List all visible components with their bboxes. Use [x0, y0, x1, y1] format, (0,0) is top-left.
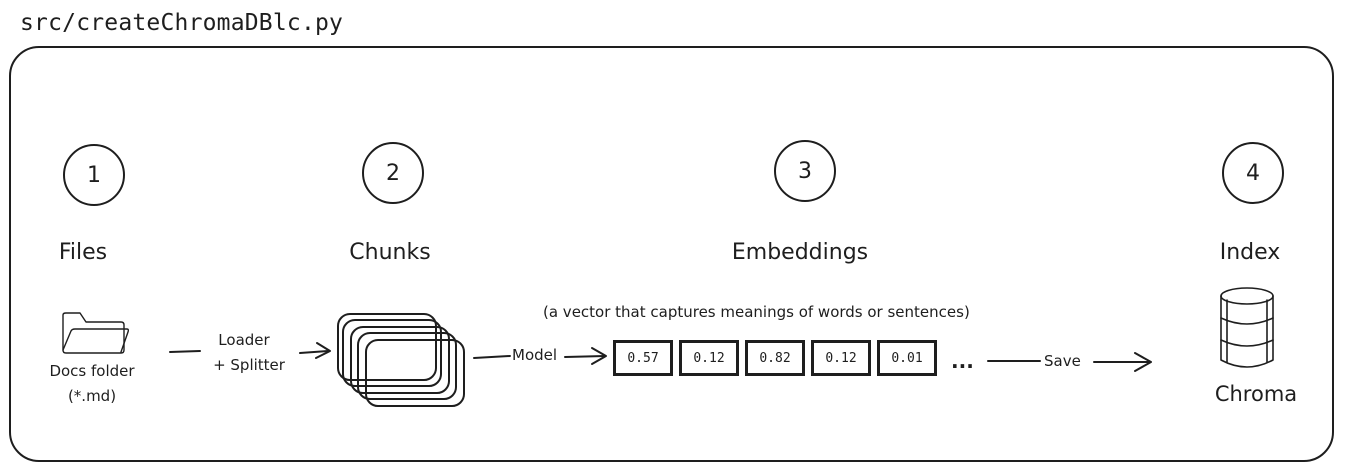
vector-cell: 0.12 [679, 340, 739, 376]
model-label: Model [512, 346, 558, 364]
stage-title-embeddings: Embeddings [731, 240, 869, 265]
splitter-label: + Splitter [213, 356, 285, 374]
step-2-number: 2 [386, 160, 400, 186]
folder-icon [62, 312, 130, 354]
embedding-vector: 0.57 0.12 0.82 0.12 0.01 [613, 340, 943, 376]
docs-folder-pattern: (*.md) [67, 387, 117, 405]
vector-value: 0.01 [891, 350, 923, 366]
step-3-number: 3 [798, 158, 812, 184]
step-4-circle: 4 [1222, 142, 1284, 204]
vector-cell: 0.57 [613, 340, 673, 376]
file-path-title: src/createChromaDBlc.py [20, 10, 344, 36]
vector-cell: 0.01 [877, 340, 937, 376]
step-3-circle: 3 [774, 140, 836, 202]
vector-value: 0.12 [693, 350, 725, 366]
save-label: Save [1044, 352, 1081, 370]
step-1-number: 1 [87, 162, 101, 188]
stage-title-files: Files [58, 240, 108, 265]
docs-folder-caption: Docs folder [49, 362, 135, 380]
loader-label: Loader [218, 331, 270, 349]
loader-splitter-arrow [169, 342, 331, 359]
chroma-caption: Chroma [1214, 382, 1298, 406]
model-arrow [473, 347, 607, 365]
pipeline-frame [9, 46, 1334, 462]
save-arrow [987, 352, 1152, 372]
vector-cell: 0.12 [811, 340, 871, 376]
vector-value: 0.12 [825, 350, 857, 366]
stage-title-index: Index [1219, 240, 1281, 265]
vector-ellipsis: ... [951, 349, 974, 373]
stage-title-chunks: Chunks [349, 240, 431, 265]
vector-value: 0.57 [627, 350, 659, 366]
database-icon [1220, 287, 1274, 368]
chunks-stack-icon [337, 313, 465, 407]
step-1-circle: 1 [63, 144, 125, 206]
step-2-circle: 2 [362, 142, 424, 204]
vector-value: 0.82 [759, 350, 791, 366]
vector-cell: 0.82 [745, 340, 805, 376]
embeddings-description: (a vector that captures meanings of word… [543, 303, 970, 321]
step-4-number: 4 [1246, 160, 1260, 186]
